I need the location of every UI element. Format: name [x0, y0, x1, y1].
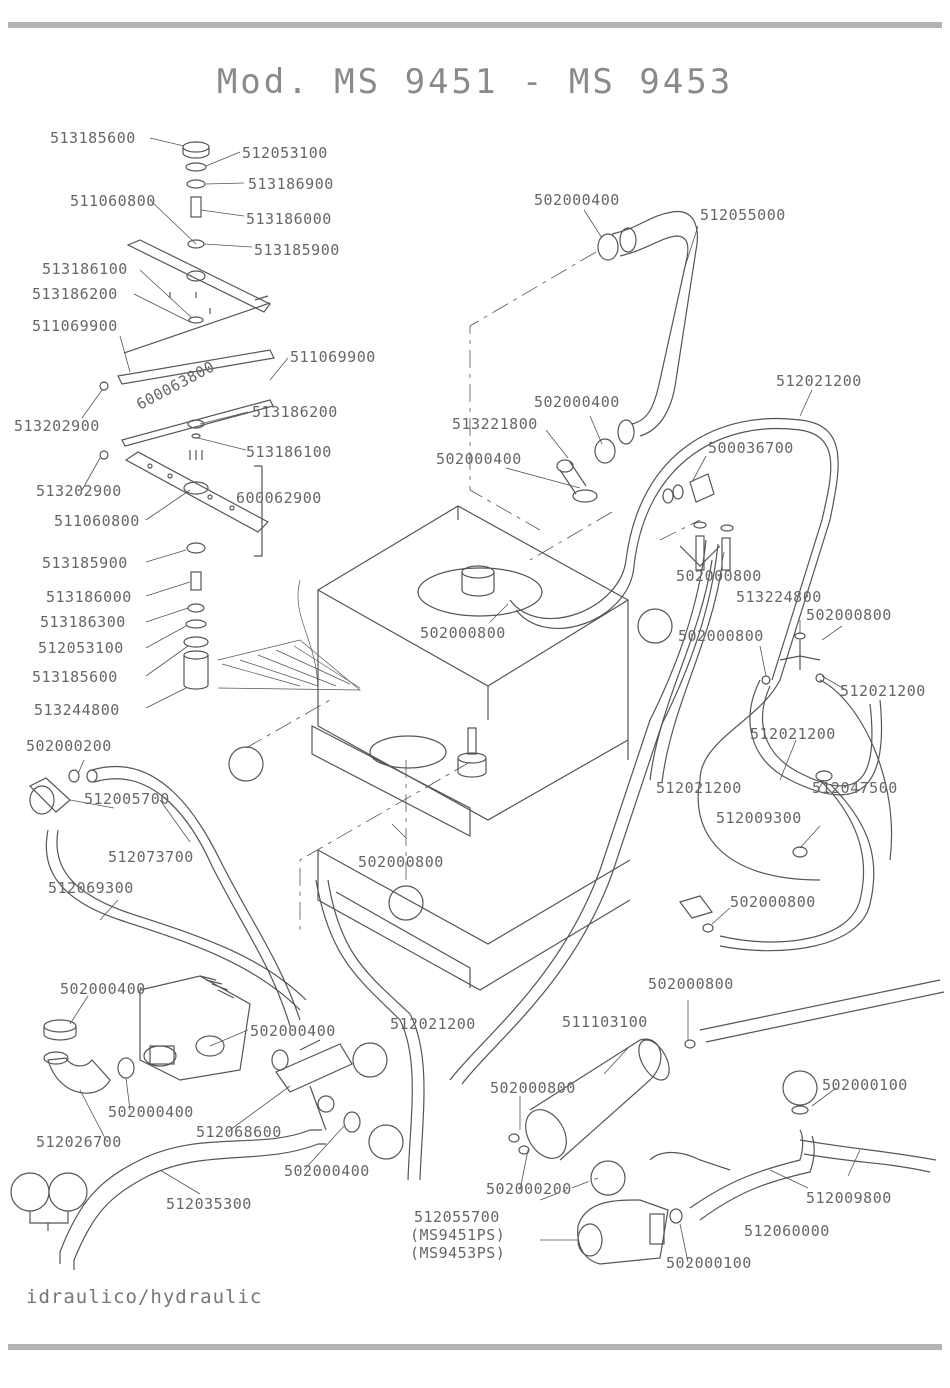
wash-pump-motor — [43, 975, 361, 1133]
part-label: 512055700 — [414, 1208, 500, 1226]
part-label: 502000400 — [60, 980, 146, 998]
part-label: 502000800 — [420, 624, 506, 642]
part-label: 513244800 — [34, 701, 120, 719]
part-label: 512021200 — [776, 372, 862, 390]
part-label: 502000800 — [806, 606, 892, 624]
part-label: 513221800 — [452, 415, 538, 433]
page-title: Mod. MS 9451 - MS 9453 — [216, 62, 734, 102]
part-label: 512005700 — [84, 790, 170, 808]
part-label: 512060000 — [744, 1222, 830, 1240]
part-label: 502000800 — [730, 893, 816, 911]
part-label: 502000800 — [678, 627, 764, 645]
part-label: 512009300 — [716, 809, 802, 827]
top-rule — [8, 22, 942, 28]
part-label: 502000800 — [358, 853, 444, 871]
detergent-pump-assembly — [28, 765, 307, 1027]
part-label: 512055000 — [700, 206, 786, 224]
part-label: 502000200 — [486, 1180, 572, 1198]
part-label: 512073700 — [108, 848, 194, 866]
part-label: 511069900 — [32, 317, 118, 335]
part-label: 512069300 — [48, 879, 134, 897]
part-label: 500036700 — [708, 439, 794, 457]
part-label: 502000100 — [666, 1254, 752, 1272]
part-label: 502000400 — [436, 450, 522, 468]
part-label: 512026700 — [36, 1133, 122, 1151]
part-label: 513185900 — [254, 241, 340, 259]
part-label: (MS9451PS) — [410, 1226, 505, 1244]
part-label: 502000400 — [250, 1022, 336, 1040]
part-label: 511103100 — [562, 1013, 648, 1031]
part-label: 512047500 — [812, 779, 898, 797]
part-label: 513202900 — [36, 482, 122, 500]
part-label: 502000400 — [284, 1162, 370, 1180]
part-label: 513186100 — [42, 260, 128, 278]
part-label: 513186000 — [246, 210, 332, 228]
boiler-and-drain-pump — [508, 979, 945, 1265]
part-label: 512053100 — [38, 639, 124, 657]
part-label: 600062900 — [236, 489, 322, 507]
fill-hose-512021200 — [315, 417, 893, 1181]
diagram-caption: idraulico/hydraulic — [26, 1286, 263, 1308]
part-label: 511060800 — [70, 192, 156, 210]
part-label: 512035300 — [166, 1195, 252, 1213]
part-label: 512068600 — [196, 1123, 282, 1141]
part-label: 513185600 — [32, 668, 118, 686]
part-label: 513185600 — [50, 129, 136, 147]
part-label: 513186200 — [252, 403, 338, 421]
part-label: 502000400 — [108, 1103, 194, 1121]
part-label: 513186300 — [40, 613, 126, 631]
drain-hose-upper — [556, 210, 698, 503]
lower-spray-arm-assembly — [99, 381, 269, 690]
bottom-rule — [8, 1344, 942, 1350]
part-label: 512021200 — [840, 682, 926, 700]
part-label: 502000400 — [534, 191, 620, 209]
part-label: 512009800 — [806, 1189, 892, 1207]
hose-connectors-right — [662, 473, 833, 933]
upper-spray-arm-assembly — [126, 141, 271, 324]
part-label: 512021200 — [750, 725, 836, 743]
part-label: 512021200 — [656, 779, 742, 797]
part-label: 513186200 — [32, 285, 118, 303]
hatched-guard — [217, 579, 361, 701]
part-label: 513185900 — [42, 554, 128, 572]
part-label: 502000800 — [648, 975, 734, 993]
part-label: 502000100 — [822, 1076, 908, 1094]
part-label: 502000200 — [26, 737, 112, 755]
part-label: 513186100 — [246, 443, 332, 461]
part-label: 502000400 — [534, 393, 620, 411]
part-label: (MS9453PS) — [410, 1244, 505, 1262]
part-label: 513186900 — [248, 175, 334, 193]
part-label: 512021200 — [390, 1015, 476, 1033]
part-label: 513224800 — [736, 588, 822, 606]
part-label: 502000800 — [490, 1079, 576, 1097]
part-label: 511069900 — [290, 348, 376, 366]
part-label: 512053100 — [242, 144, 328, 162]
part-label: 513202900 — [14, 417, 100, 435]
part-label: 513186000 — [46, 588, 132, 606]
upper-spray-tube — [117, 302, 275, 447]
part-label: 502000800 — [676, 567, 762, 585]
part-label: 511060800 — [54, 512, 140, 530]
wash-tank-cabinet — [311, 505, 631, 991]
